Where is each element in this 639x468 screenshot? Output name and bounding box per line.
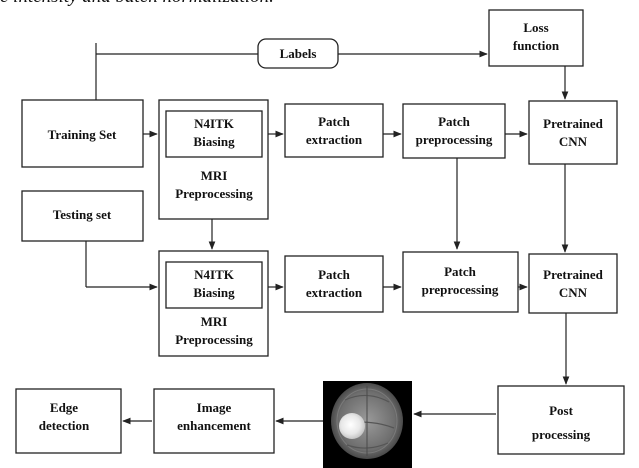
mri-image (323, 381, 412, 468)
loss-function-node: Loss function (488, 9, 584, 67)
patch-extraction-bottom: Patch extraction (284, 255, 384, 313)
loss-function-line1: Loss (523, 20, 548, 35)
labels-connector (95, 43, 488, 100)
edge-detection-line1: Edge (50, 400, 78, 415)
patch-preprocessing-bottom: Patch preprocessing (402, 251, 519, 313)
pretrained-cnn-bottom: Pretrained CNN (528, 253, 618, 314)
n4itk-top-line1: N4ITK (194, 116, 235, 131)
arrow-test-to-mri (85, 241, 158, 291)
labels-text: Labels (280, 46, 317, 61)
testing-set-text: Testing set (53, 207, 112, 222)
mri-top-line1: MRI (201, 168, 228, 183)
post-processing-node: Post processing (497, 385, 625, 455)
edge-detection-line2: detection (39, 418, 90, 433)
patch-preproc-bottom-line1: Patch (444, 264, 477, 279)
image-enhancement-line2: enhancement (177, 418, 251, 433)
mri-top-line2: Preprocessing (175, 186, 253, 201)
pretrained-cnn-top: Pretrained CNN (528, 100, 618, 165)
post-processing-line1: Post (549, 403, 574, 418)
n4itk-bottom-line1: N4ITK (194, 267, 235, 282)
labels-node: Labels (257, 38, 339, 69)
post-processing-line2: processing (532, 427, 591, 442)
mri-preprocessing-bottom: N4ITK Biasing MRI Preprocessing (158, 250, 269, 357)
mri-preprocessing-top: N4ITK Biasing MRI Preprocessing (158, 99, 269, 220)
cnn-top-line1: Pretrained (543, 116, 603, 131)
image-enhancement-node: Image enhancement (153, 388, 275, 454)
mri-bottom-line1: MRI (201, 314, 228, 329)
patch-extraction-bottom-line1: Patch (318, 267, 351, 282)
cnn-bottom-line2: CNN (559, 285, 588, 300)
testing-set-node: Testing set (21, 190, 144, 242)
cnn-top-line2: CNN (559, 134, 588, 149)
patch-extraction-top: Patch extraction (284, 103, 384, 158)
cnn-bottom-line1: Pretrained (543, 267, 603, 282)
training-set-node: Training Set (21, 99, 144, 168)
caption-fragment: e intensity and batch normalization. (0, 0, 274, 8)
tumor-icon (339, 413, 365, 439)
training-set-text: Training Set (48, 127, 117, 142)
mri-bottom-line2: Preprocessing (175, 332, 253, 347)
patch-extraction-top-line1: Patch (318, 114, 351, 129)
patch-extraction-bottom-line2: extraction (306, 285, 363, 300)
n4itk-top-line2: Biasing (193, 134, 235, 149)
edge-detection-node: Edge detection (15, 388, 122, 454)
image-enhancement-line1: Image (197, 400, 232, 415)
loss-function-line2: function (513, 38, 560, 53)
patch-preproc-top-line2: preprocessing (416, 132, 493, 147)
patch-preprocessing-top: Patch preprocessing (402, 103, 506, 159)
n4itk-bottom-line2: Biasing (193, 285, 235, 300)
patch-extraction-top-line2: extraction (306, 132, 363, 147)
patch-preproc-top-line1: Patch (438, 114, 471, 129)
patch-preproc-bottom-line2: preprocessing (422, 282, 499, 297)
